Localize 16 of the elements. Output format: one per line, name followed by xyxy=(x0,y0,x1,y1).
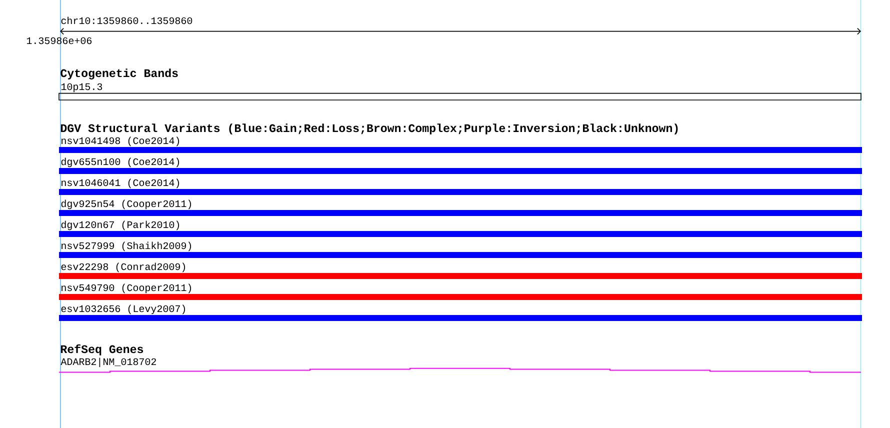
feature-label: nsv1041498 (Coe2014) xyxy=(62,136,180,146)
feature-label: nsv527999 (Shaikh2009) xyxy=(62,242,192,252)
feature-label: esv22298 (Conrad2009) xyxy=(61,262,186,272)
band-label: 10p15.3 xyxy=(61,83,102,92)
feature-label: esv1032656 (Levy2007) xyxy=(61,304,186,314)
feature-label: dgv655n100 (Coe2014) xyxy=(61,158,180,168)
track-title: Cytogenetic Bands xyxy=(60,68,178,80)
scale-label: 1.35986e+06 xyxy=(26,37,92,44)
feature-label: nsv1046041 (Coe2014) xyxy=(62,178,180,188)
feature-label: ADARB2|NM_018702 xyxy=(60,358,156,368)
feature-label: nsv549790 (Cooper2011) xyxy=(62,284,192,294)
track-title: RefSeq Genes xyxy=(60,344,144,356)
feature-label: dgv120n67 (Park2010) xyxy=(61,220,180,230)
track-title: DGV Structural Variants (Blue:Gain;Red:Loss;Brown:Complex;Purple:Inversion;Black:Unknown) xyxy=(60,124,678,134)
coordinate-label: chr10:1359860..1359860 xyxy=(61,16,192,24)
feature-label: dgv925n54 (Cooper2011) xyxy=(61,200,192,210)
